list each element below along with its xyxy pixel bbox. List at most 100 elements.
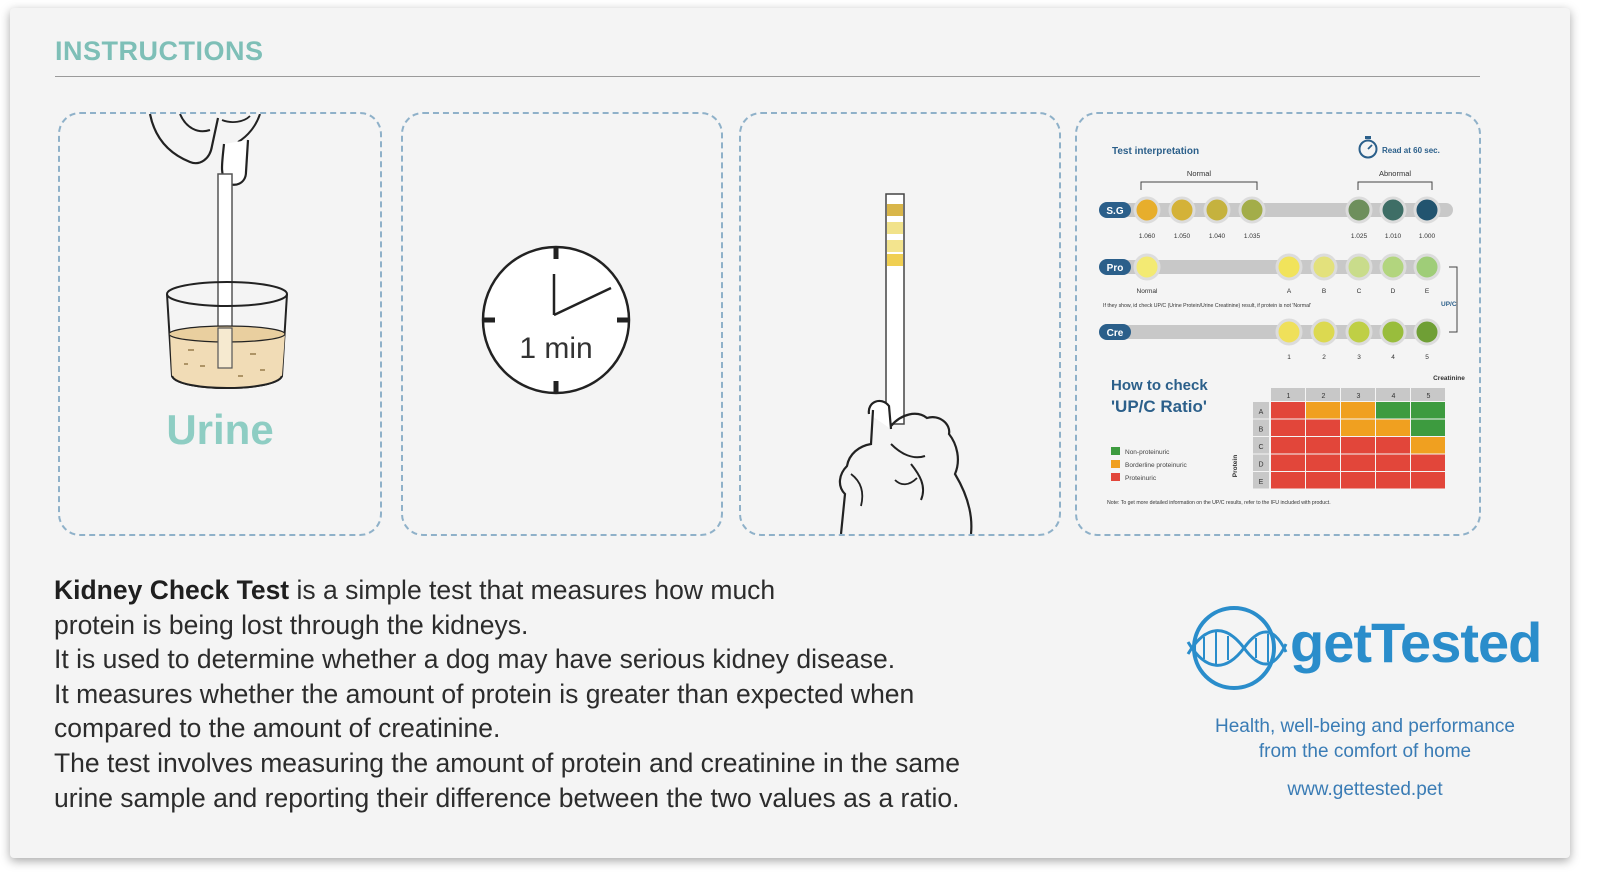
upc-grid-cell [1306,437,1340,454]
sg-value-label: 1.060 [1139,233,1156,240]
sg-swatch [1379,196,1407,224]
creatinine-axis-label: Creatinine [1433,375,1465,382]
upc-grid-cell [1411,437,1445,454]
sg-swatch [1238,196,1266,224]
cre-row-badge [1099,324,1131,340]
pro-swatch [1275,253,1303,281]
cre-grade-label: 2 [1322,354,1326,361]
sg-value-label: 1.040 [1209,233,1226,240]
cre-swatch [1413,318,1441,346]
upc-side-label: UP/C [1441,301,1457,308]
brand-url[interactable]: www.gettested.pet [1287,779,1443,800]
abnormal-label: Abnormal [1379,169,1411,178]
grid-row-label: B [1259,427,1264,434]
upc-grid-cell [1271,402,1305,419]
description-line-6: The test involves measuring the amount o… [54,747,960,778]
grid-row-header [1253,472,1269,489]
urine-cup-illustration [148,114,288,389]
upc-grid-cell [1341,419,1375,436]
description-line-5: compared to the amount of creatinine. [54,713,501,744]
grid-col-label: 2 [1322,393,1326,400]
clock-illustration: 1 min [481,245,631,395]
upc-grid-cell [1306,419,1340,436]
description-text: Kidney Check Test is a simple test that … [54,573,960,815]
pro-swatch [1345,253,1373,281]
legend-proteinuric: Proteinuric [1125,475,1157,482]
grid-row-header [1253,454,1269,471]
grid-col-label: 4 [1392,393,1396,400]
grid-row-label: E [1259,479,1264,486]
grid-col-header [1271,388,1305,401]
sg-value-label: 1.050 [1174,233,1191,240]
upc-grid-cell [1306,472,1340,489]
grid-col-header [1341,388,1375,401]
pro-grade-label: C [1357,288,1362,295]
cre-grade-label: 4 [1391,354,1395,361]
upc-grid-cell [1341,437,1375,454]
upc-grid-cell [1341,454,1375,471]
upc-grid-cell [1271,419,1305,436]
grid-col-header [1411,388,1445,401]
upc-grid-cell [1271,472,1305,489]
cre-grade-label: 3 [1357,354,1361,361]
howto-line2: 'UP/C Ratio' [1111,397,1207,416]
upc-grid-cell [1306,402,1340,419]
upc-grid-cell [1341,402,1375,419]
cre-row-label: Cre [1107,328,1124,339]
cre-swatch [1345,318,1373,346]
sg-swatch [1168,196,1196,224]
legend-swatch-orange [1111,460,1120,468]
dna-logo-icon [1186,606,1288,690]
description-line-7: urine sample and reporting their differe… [54,782,960,813]
step-panel-interpret: Test interpretation Read at 60 sec. Norm… [1075,112,1481,536]
grid-row-header [1253,419,1269,436]
sg-value-label: 1.025 [1351,233,1368,240]
pro-swatch [1310,253,1338,281]
grid-col-label: 3 [1357,393,1361,400]
cre-swatch [1275,318,1303,346]
interpretation-chart: Test interpretation Read at 60 sec. Norm… [1099,136,1465,506]
sg-swatch [1345,196,1373,224]
upc-grid-cell [1411,472,1445,489]
pro-swatch [1379,253,1407,281]
pro-note: If they show, id check UP/C (Urine Prote… [1103,303,1311,309]
upc-grid-cell [1376,419,1410,436]
pro-normal-swatch [1133,253,1161,281]
description-line-4: It measures whether the amount of protei… [54,678,915,709]
sg-value-label: 1.000 [1419,233,1436,240]
cre-swatch [1379,318,1407,346]
sg-value-label: 1.035 [1244,233,1261,240]
sg-row-label: S.G [1106,206,1123,217]
step-panel-read [739,112,1061,536]
legend-non-proteinuric: Non-proteinuric [1125,449,1170,456]
sg-swatch [1133,196,1161,224]
grid-row-label: C [1258,444,1263,451]
title-divider [55,76,1480,77]
product-name: Kidney Check Test [54,575,290,605]
page-title: INSTRUCTIONS [55,36,264,66]
pro-grade-label: A [1287,288,1292,295]
pro-row-label: Pro [1107,263,1124,274]
cre-grade-label: 5 [1425,354,1429,361]
step-panel-wait: 1 min [401,112,723,536]
pro-swatch [1413,253,1441,281]
pro-grade-label: E [1425,288,1430,295]
chart-title: Test interpretation [1112,146,1199,157]
sg-swatch [1413,196,1441,224]
brand-name: getTested [1290,611,1542,674]
grid-col-label: 1 [1287,393,1291,400]
sg-row-badge [1099,202,1131,218]
legend-swatch-green [1111,447,1120,455]
description-line-1: Kidney Check Test is a simple test that … [54,575,776,605]
hand-strip-illustration [838,193,973,534]
protein-axis-label: Protein [1232,455,1239,477]
upc-grid-cell [1271,437,1305,454]
description-line-3: It is used to determine whether a dog ma… [54,644,896,675]
legend-borderline: Borderline proteinuric [1125,462,1188,469]
pro-row-badge [1099,259,1131,275]
step-panel-dip: Urine [58,112,382,536]
sg-value-label: 1.010 [1385,233,1402,240]
cre-grade-label: 1 [1287,354,1291,361]
pro-grade-label: B [1322,288,1326,295]
read-note: Read at 60 sec. [1382,146,1440,155]
